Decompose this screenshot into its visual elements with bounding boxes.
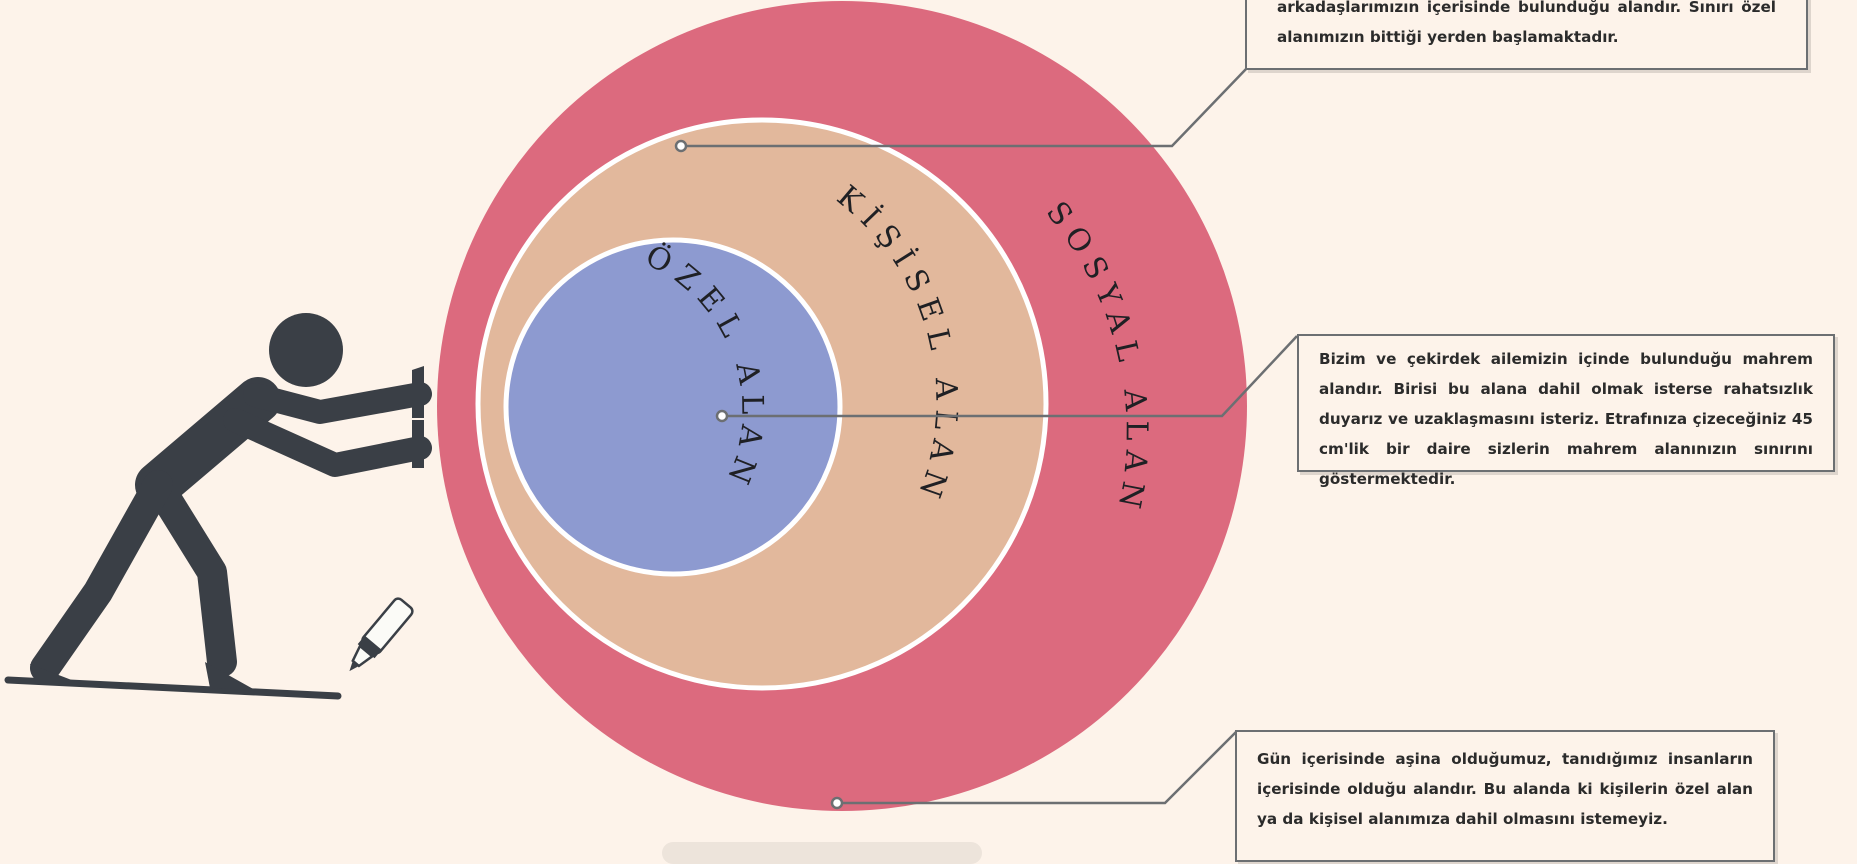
bottom-callout-text: Gün içerisinde aşina olduğumuz, tanıdığı… bbox=[1257, 750, 1753, 828]
marker-pen-icon bbox=[349, 597, 414, 672]
pushing-man-figure bbox=[4, 313, 432, 700]
middle-connector-dot bbox=[715, 409, 729, 423]
bottom-callout-box: Gün içerisinde aşina olduğumuz, tanıdığı… bbox=[1235, 730, 1775, 862]
middle-callout-text: Bizim ve çekirdek ailemizin içinde bulun… bbox=[1319, 350, 1813, 488]
middle-callout-connector bbox=[722, 335, 1298, 418]
top-callout-line1: arkadaşlarımızın içerisinde bulunduğu al… bbox=[1277, 0, 1776, 16]
top-callout-line2: alanımızın bittiği yerden başlamaktadır. bbox=[1277, 28, 1619, 46]
bottom-connector-dot bbox=[830, 796, 844, 810]
top-callout-box: arkadaşlarımızın içerisinde bulunduğu al… bbox=[1245, 0, 1808, 70]
bottom-callout-connector bbox=[837, 730, 1238, 805]
faint-watermark bbox=[662, 842, 982, 864]
ozel-alan-ring bbox=[503, 237, 843, 577]
top-callout-connector bbox=[681, 67, 1248, 148]
middle-callout-box: Bizim ve çekirdek ailemizin içinde bulun… bbox=[1297, 334, 1835, 488]
top-connector-dot bbox=[674, 139, 688, 153]
